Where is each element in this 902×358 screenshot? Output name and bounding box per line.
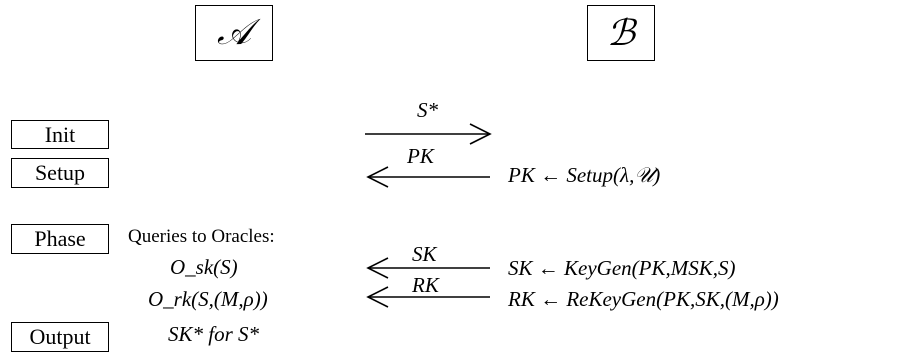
arrow-init [365, 123, 492, 145]
party-a-label: 𝒜 [216, 12, 252, 53]
party-b-label: ℬ [606, 12, 636, 54]
phase-phase-box: Phase [11, 224, 109, 254]
rekeygen-formula: RK ← ReKeyGen(PK,SK,(M,ρ)) [508, 287, 779, 311]
phase-init-box: Init [11, 120, 109, 149]
arrow-rk-label: RK [412, 273, 439, 297]
arrow-setup-label: PK [407, 144, 434, 168]
phase-init-label: Init [44, 121, 76, 147]
keygen-formula: SK ← KeyGen(PK,MSK,S) [508, 256, 736, 280]
oracle-osk: O_sk(S) [170, 255, 238, 279]
phase-setup-label: Setup [34, 160, 86, 185]
arrow-sk [366, 257, 490, 279]
phase-setup-box: Setup [11, 158, 109, 188]
phase-phase-label: Phase [34, 226, 86, 251]
queries-title: Queries to Oracles: [128, 226, 275, 247]
output-note: SK* for S* [168, 322, 260, 346]
phase-output-box: Output [11, 322, 109, 352]
arrow-setup [366, 166, 490, 188]
arrow-init-label: S* [417, 98, 438, 122]
oracle-ork: O_rk(S,(M,ρ)) [148, 287, 268, 311]
arrow-sk-label: SK [412, 242, 437, 266]
party-a-box: 𝒜 [195, 5, 273, 61]
phase-output-label: Output [29, 324, 91, 349]
party-b-box: ℬ [587, 5, 655, 61]
arrow-rk [366, 286, 490, 308]
setup-formula: PK ← Setup(λ,𝒰) [508, 163, 661, 187]
